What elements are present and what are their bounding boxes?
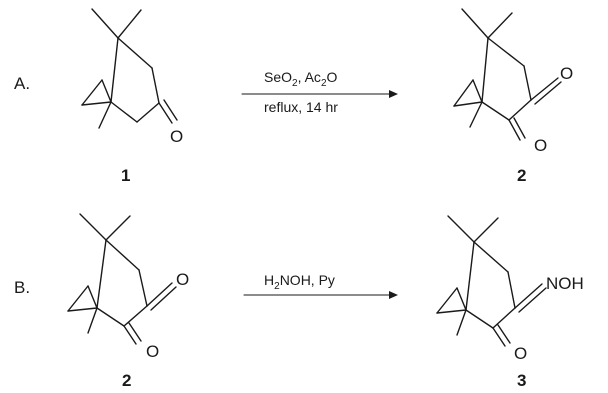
reaction-b: B. O O 2 H2NOH, Py	[14, 213, 584, 390]
reagent-text: SeO	[264, 69, 292, 85]
compound-3-structure: NOH O	[436, 215, 584, 363]
reagent-text: NOH, Py	[280, 272, 335, 288]
compound-1-structure: O	[81, 8, 183, 146]
compound-2-structure: O O	[453, 8, 573, 155]
oxygen-label: O	[514, 344, 527, 363]
reagent-text: O	[327, 69, 338, 85]
reaction-a: A. O 1 SeO2, Ac2O reflux, 14 hr	[14, 8, 573, 185]
oxygen-label: O	[170, 127, 183, 146]
oxygen-label: O	[534, 136, 547, 155]
compound-2-structure-b: O O	[67, 213, 189, 361]
oxime-label: NOH	[546, 274, 584, 293]
reagent-text: , Ac	[298, 69, 321, 85]
step-label-b: B.	[14, 278, 30, 297]
compound-number-3: 3	[517, 371, 526, 390]
reagent-subscript: 2	[274, 281, 280, 292]
reagent-subscript: 2	[292, 78, 298, 89]
oxygen-label: O	[560, 64, 573, 83]
reagent-subscript: 2	[321, 78, 327, 89]
reagents-a: SeO2, Ac2O	[264, 69, 338, 89]
reaction-arrow-a	[241, 90, 398, 98]
reagent-text: H	[264, 272, 274, 288]
reaction-arrow-b	[243, 291, 398, 299]
reagents-b: H2NOH, Py	[264, 272, 335, 292]
conditions-a: reflux, 14 hr	[264, 99, 338, 115]
step-label-a: A.	[14, 74, 30, 93]
compound-number-1: 1	[121, 166, 130, 185]
compound-number-2: 2	[517, 166, 526, 185]
oxygen-label: O	[176, 270, 189, 289]
oxygen-label: O	[146, 342, 159, 361]
compound-number-2-b: 2	[122, 371, 131, 390]
